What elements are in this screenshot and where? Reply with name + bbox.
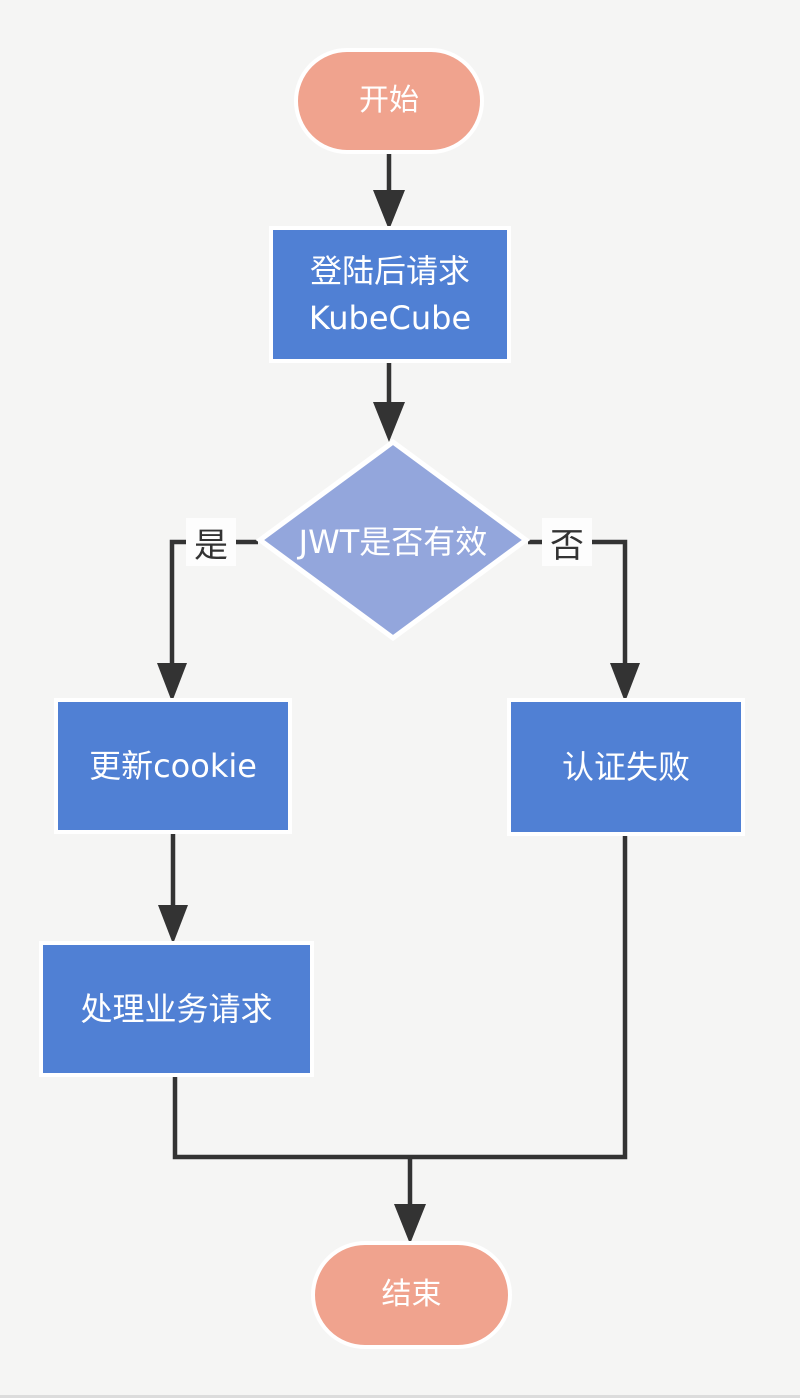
edge-merge xyxy=(172,832,628,1160)
edge-label-no-text: 否 xyxy=(550,525,584,566)
node-update-cookie-label: 更新cookie xyxy=(89,746,257,785)
node-end-label: 结束 xyxy=(381,1277,442,1313)
arrowhead-yes-branch xyxy=(157,663,187,702)
arrowhead-merge-end xyxy=(394,1204,426,1244)
edge-label-yes: 是 xyxy=(186,518,236,566)
node-update-cookie: 更新cookie xyxy=(54,698,292,834)
arrowhead-no-branch xyxy=(610,663,640,702)
node-request-kubecube-label: 登陆后请求 KubeCube xyxy=(308,252,472,337)
window-bottom-edge xyxy=(0,1395,800,1398)
node-jwt-decision: JWT是否有效 xyxy=(263,508,523,572)
node-start-label: 开始 xyxy=(359,83,419,119)
node-handle-request-label: 处理业务请求 xyxy=(80,989,273,1028)
node-start: 开始 xyxy=(294,48,484,154)
node-end: 结束 xyxy=(311,1241,512,1349)
node-auth-failed: 认证失败 xyxy=(507,698,745,836)
node-auth-failed-label: 认证失败 xyxy=(561,747,690,786)
arrowhead-start-request xyxy=(373,190,405,230)
arrowhead-request-decision xyxy=(373,402,405,442)
node-request-kubecube: 登陆后请求 KubeCube xyxy=(269,226,511,363)
edge-label-no: 否 xyxy=(542,518,592,566)
decision-diamond-shape xyxy=(255,438,531,642)
arrowhead-update-handle xyxy=(158,905,188,944)
node-jwt-decision-label: JWT是否有效 xyxy=(298,523,488,561)
edge-label-yes-text: 是 xyxy=(194,525,228,566)
node-handle-request: 处理业务请求 xyxy=(39,941,314,1077)
